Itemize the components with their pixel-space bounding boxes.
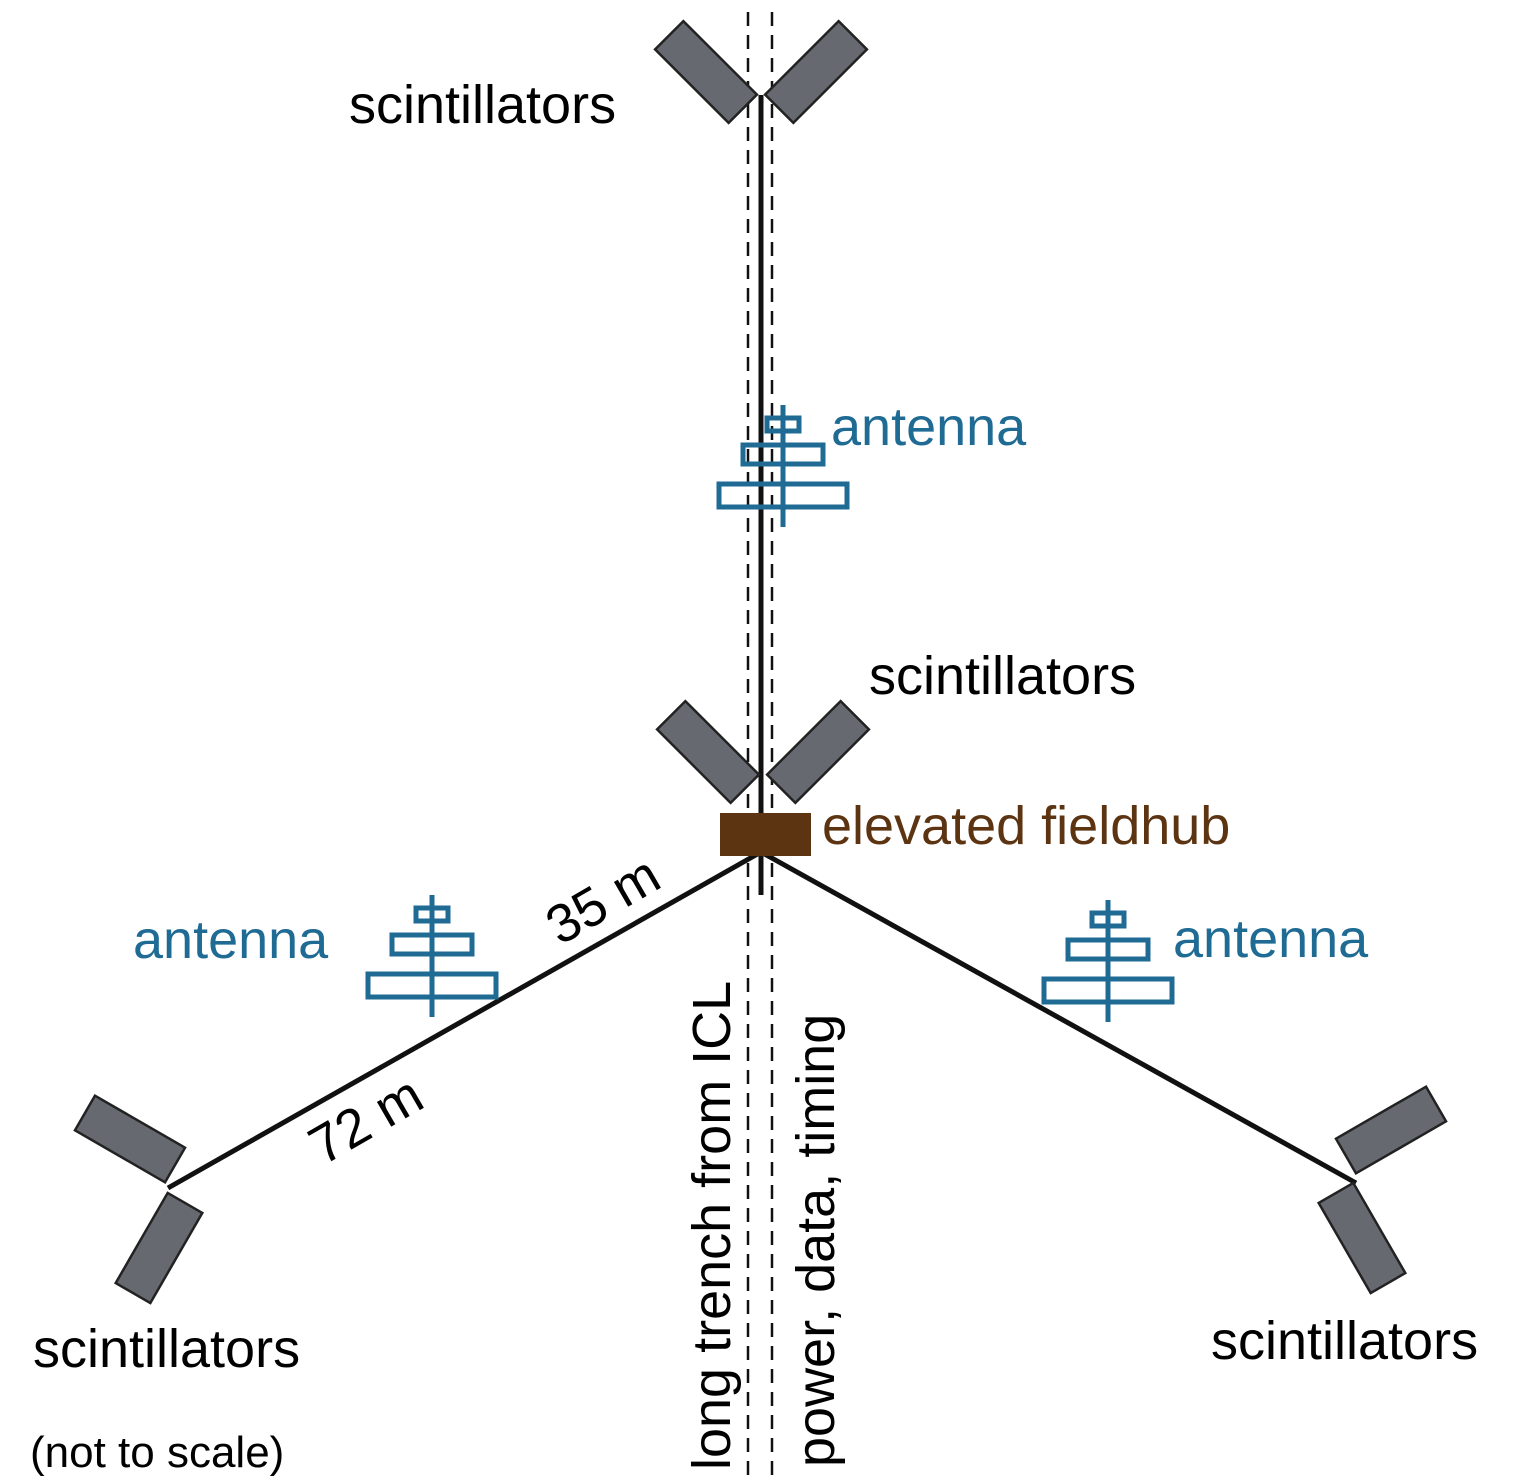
- antenna-left-label: antenna: [133, 910, 329, 970]
- scintillator-panel: [1334, 1084, 1448, 1176]
- scintillators-top-label: scintillators: [349, 75, 616, 135]
- distance-72m-label: 72 m: [299, 1064, 433, 1176]
- fieldhub-label: elevated fieldhub: [822, 796, 1230, 856]
- scintillator-panel: [113, 1191, 205, 1305]
- fieldhub-box: [720, 813, 811, 856]
- cable-southeast: [759, 849, 1358, 1186]
- scintillator-pair-left: [73, 1093, 205, 1305]
- cable-southwest: [166, 849, 763, 1191]
- scintillator-pair-right: [1316, 1084, 1448, 1295]
- trench-contents-label: power, data, timing: [786, 1014, 846, 1467]
- scintillator-panel: [73, 1093, 187, 1185]
- antenna-icon: [365, 895, 499, 1017]
- antenna-icon: [1041, 900, 1175, 1022]
- scintillator-panel: [763, 19, 869, 125]
- scintillator-panel: [653, 19, 759, 125]
- antenna-right-label: antenna: [1173, 909, 1369, 969]
- scale-note: (not to scale): [30, 1428, 284, 1477]
- scintillator-panel: [1316, 1181, 1408, 1295]
- scintillator-panel: [655, 699, 761, 805]
- scintillators-left-label: scintillators: [33, 1319, 300, 1379]
- trench-label: long trench from ICL: [682, 981, 742, 1470]
- scintillator-pair-center: [655, 699, 871, 805]
- scintillator-panel: [765, 699, 871, 805]
- antenna-icon: [716, 405, 850, 527]
- scintillators-center-label: scintillators: [869, 646, 1136, 706]
- scintillator-pair-top: [653, 19, 869, 125]
- scintillators-right-label: scintillators: [1211, 1311, 1478, 1371]
- antenna-top-label: antenna: [831, 397, 1027, 457]
